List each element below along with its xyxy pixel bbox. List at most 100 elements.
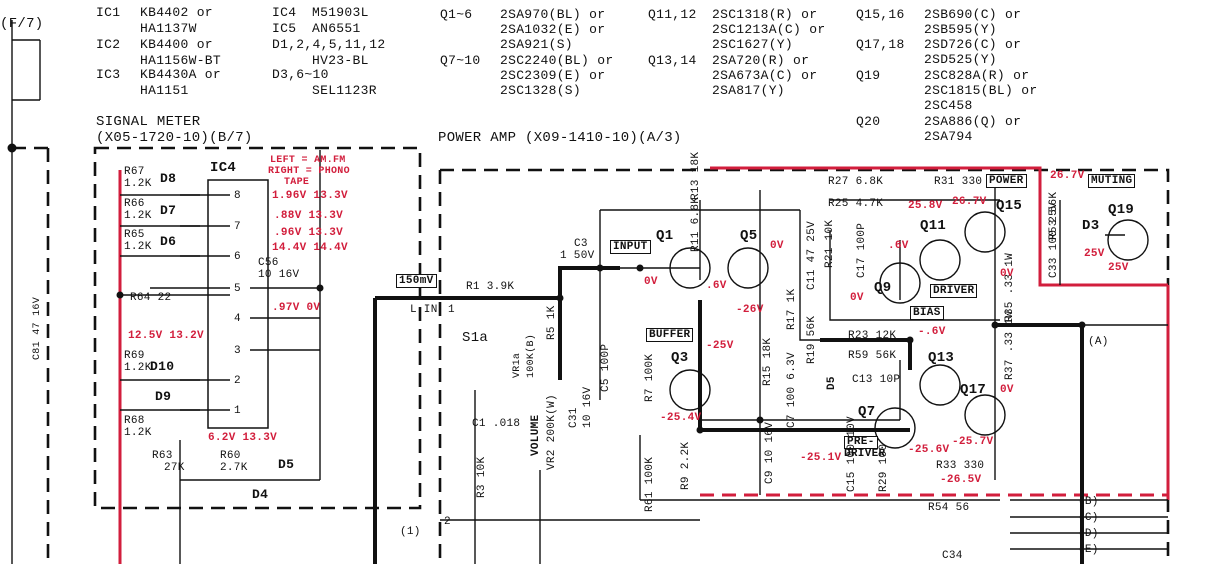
q7-10-part-a: 2SC2240(BL) or [500, 53, 614, 68]
q17-label: Q17 [960, 382, 987, 398]
q15-16-name: Q15,16 [856, 7, 905, 22]
ic3-part-a: KB4430A or [140, 67, 222, 82]
q9-label: Q9 [874, 280, 892, 296]
q1-6-name: Q1~6 [440, 7, 473, 22]
ic4-pin-5: 5 [234, 283, 241, 295]
q19-part-b: 2SC1815(BL) or [924, 83, 1038, 98]
r33-label: R33 330 [936, 460, 985, 472]
q17-18-part-b: 2SD525(Y) [924, 52, 997, 67]
q5-label: Q5 [740, 228, 758, 244]
c3-label: C3 [574, 238, 588, 250]
q7-10-part-b: 2SC2309(E) or [500, 68, 606, 83]
ic4-pin-6: 6 [234, 251, 241, 263]
out-c: (C) [1078, 512, 1099, 524]
q19-part-c: 2SC458 [924, 98, 973, 113]
r64-label: R64 22 [130, 292, 172, 304]
q1-label: Q1 [656, 228, 674, 244]
out-e: (E) [1078, 544, 1099, 556]
q11-12-part-a: 2SC1318(R) or [712, 7, 818, 22]
v-q5-col: 0V [770, 240, 784, 252]
bias-label: BIAS [910, 306, 944, 320]
r65-label: R65 [124, 229, 145, 241]
c3-value: 1 50V [560, 250, 595, 262]
c56-label: C56 [258, 257, 279, 269]
ic5-part: AN6551 [312, 21, 361, 36]
ic3-part-b: HA1151 [140, 83, 189, 98]
driver-label: DRIVER [930, 284, 978, 298]
q20-part-a: 2SA886(Q) or [924, 114, 1022, 129]
mode-note-right: RIGHT = PHONO [268, 166, 350, 177]
ic4-pin-7: 7 [234, 221, 241, 233]
bottom-left-ref: (1) [400, 526, 421, 538]
r59-label: R59 56K [848, 350, 897, 362]
q7-label: Q7 [858, 404, 876, 420]
d5-amp-label: D5 [826, 376, 838, 390]
v-q19-b: 25V [1108, 262, 1129, 274]
v-q9-col: .6V [888, 240, 909, 252]
q19-label: Q19 [1108, 202, 1135, 218]
v-bias: -.6V [918, 326, 946, 338]
q13-14-part-b: 2SA673A(C) or [712, 68, 818, 83]
r54-label: R54 56 [928, 502, 970, 514]
r19-label: R19 56K [806, 315, 818, 364]
ic4-pin-8: 8 [234, 190, 241, 202]
c34-label: C34 [942, 550, 963, 562]
v-q15-base: 26.7V [952, 196, 987, 208]
q15-16-part-a: 2SB690(C) or [924, 7, 1022, 22]
vr1a-label: VR1a [512, 352, 523, 378]
volume-label: VOLUME [530, 414, 542, 456]
pin1-voltage: 6.2V 13.3V [208, 432, 278, 444]
ic4-pin-3: 3 [234, 345, 241, 357]
v-q5-emit: -26V [736, 304, 764, 316]
lin-pin: 1 [448, 304, 455, 316]
q19-name: Q19 [856, 68, 881, 83]
power-label: POWER [986, 174, 1027, 188]
c1-label: C1 .018 [472, 418, 521, 430]
ic1-part-a: KB4402 or [140, 5, 213, 20]
r17-label: R17 1K [786, 288, 798, 330]
d9-label: D9 [155, 389, 172, 404]
power-amp-title: POWER AMP (X09-1410-10)(A/3) [438, 130, 682, 146]
q19-part-a: 2SC828A(R) or [924, 68, 1030, 83]
q13-14-part-a: 2SA720(R) or [712, 53, 810, 68]
out-d: (D) [1078, 528, 1099, 540]
q1-6-part-c: 2SA921(S) [500, 37, 573, 52]
c11-label: C11 47 25V [806, 220, 818, 290]
d8-label: D8 [160, 171, 177, 186]
signal-meter-board: (X05-1720-10)(B/7) [96, 130, 253, 146]
q11-12-name: Q11,12 [648, 7, 697, 22]
c17-label: C17 100P [856, 222, 868, 278]
r1-label: R1 3.9K [466, 281, 515, 293]
vr2-label: VR2 200K(W) [546, 394, 558, 470]
q17-18-name: Q17,18 [856, 37, 905, 52]
d6-label: D6 [160, 234, 177, 249]
r67-value: 1.2K [124, 178, 152, 190]
r5-label: R5 1K [546, 305, 558, 340]
input-level-box: 150mV [396, 274, 437, 288]
ic3-name: IC3 [96, 67, 121, 82]
ic1-name: IC1 [96, 5, 121, 20]
mode-note-tape: TAPE [284, 177, 310, 188]
c9-label: C9 10 16V [764, 421, 776, 484]
r11-label: R11 6.8K [690, 196, 702, 252]
pin5-voltage: 14.4V 14.4V [272, 242, 348, 254]
ic5-name: IC5 [272, 21, 297, 36]
r31-label: R31 330 [934, 176, 983, 188]
v-q3-col: -25V [706, 340, 734, 352]
r67-label: R67 [124, 166, 145, 178]
r65-value: 1.2K [124, 241, 152, 253]
r60-value: 2.7K [220, 462, 248, 474]
d5-meter-label: D5 [278, 457, 295, 472]
ic2-part-b: HA1156W-BT [140, 53, 222, 68]
q13-label: Q13 [928, 350, 955, 366]
r21-label: R21 10K [824, 219, 836, 268]
pin8-voltage: 1.96V 13.3V [272, 190, 348, 202]
v-q1-base: 0V [644, 276, 658, 288]
out-a: (A) [1088, 336, 1109, 348]
buffer-label: BUFFER [646, 328, 694, 342]
c15-label: C15 100 10V [846, 416, 858, 492]
r27-label: R27 6.8K [828, 176, 884, 188]
r68-label: R68 [124, 415, 145, 427]
r9-label: R9 2.2K [680, 441, 692, 490]
